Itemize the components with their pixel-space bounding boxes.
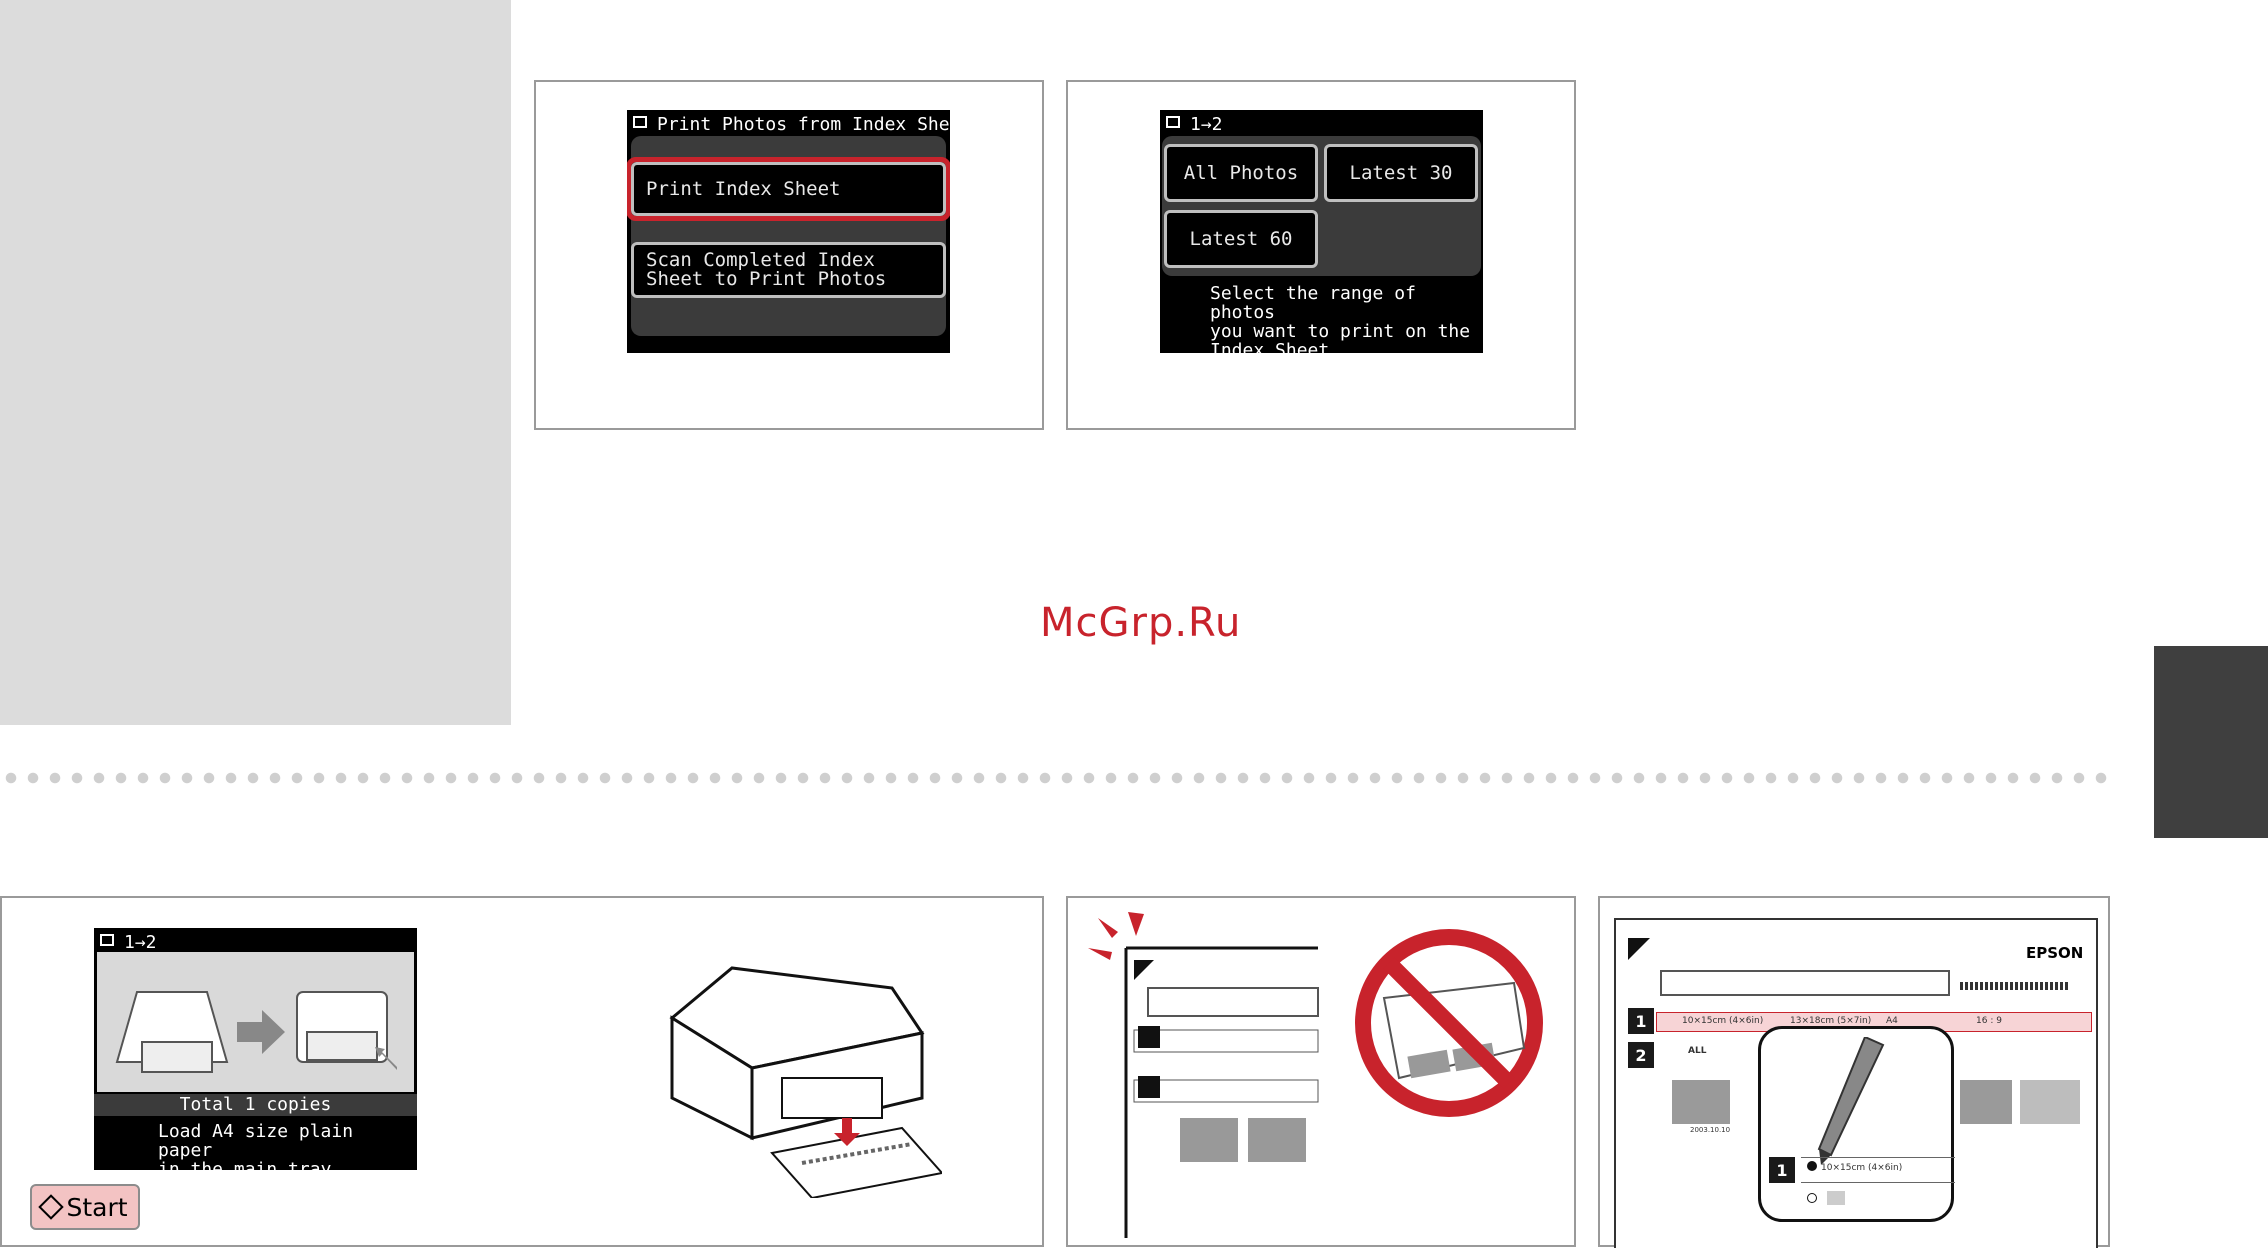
no-folding-icon <box>1355 929 1543 1117</box>
lcd-index-menu: Print Photos from Index Sheet Print Inde… <box>627 110 950 353</box>
chapter-tab <box>2154 646 2268 838</box>
zoom-row-1-number: 1 <box>1769 1157 1795 1183</box>
empty-mark <box>1807 1193 1817 1203</box>
lcd-load-paper: 1→2 Total 1 copies Load A4 size plain pa… <box>94 928 417 1170</box>
row-1-number: 1 <box>1628 1008 1654 1034</box>
panel-load-paper: 1→2 Total 1 copies Load A4 size plain pa… <box>0 896 1044 1247</box>
gray-sidebar <box>0 0 511 725</box>
watermark: McGrp.Ru <box>1040 600 1242 646</box>
panel-index-menu: Print Photos from Index Sheet Print Inde… <box>534 80 1044 430</box>
panel-index-sheet-mark: EPSON 1 10×15cm (4×6in) 13×18cm (5×7in) … <box>1598 896 2110 1248</box>
size-13x18: 13×18cm (5×7in) <box>1790 1016 1872 1026</box>
start-icon <box>38 1194 65 1220</box>
zoom-size-10x15: 10×15cm (4×6in) <box>1821 1163 1903 1173</box>
start-label: Start <box>66 1192 128 1222</box>
latest-30-button[interactable]: Latest 30 <box>1324 144 1478 202</box>
index-sheet-icon <box>100 934 114 946</box>
printer-illustration <box>642 958 944 1200</box>
photo-option-icon <box>1827 1191 1845 1205</box>
index-sheet-icon <box>633 116 647 128</box>
lcd-title: Print Photos from Index Sheet <box>657 114 950 135</box>
total-copies: Total 1 copies <box>94 1094 417 1116</box>
panel-sheet-alignment <box>1066 896 1576 1247</box>
zoom-callout: 1 10×15cm (4×6in) <box>1758 1026 1955 1222</box>
row-2-number: 2 <box>1628 1042 1654 1068</box>
photo-thumb <box>1960 1080 2012 1124</box>
panel-range-select: 1→2 All Photos Latest 30 Latest 60 Selec… <box>1066 80 1576 430</box>
selection-highlight <box>627 157 950 221</box>
dotted-divider <box>0 772 2110 784</box>
photo-date: 2003.10.10 <box>1690 1126 1731 1134</box>
aspect-ratio: 16 : 9 <box>1976 1016 2002 1026</box>
paper-loading-illustration <box>97 952 414 1092</box>
size-a4: A4 <box>1886 1016 1898 1026</box>
lcd-range-select: 1→2 All Photos Latest 30 Latest 60 Selec… <box>1160 110 1483 353</box>
instruction-message: Select the range of photos you want to p… <box>1210 283 1471 353</box>
print-index-sheet-button[interactable]: Print Index Sheet <box>631 162 946 216</box>
photo-thumb <box>2020 1080 2080 1124</box>
size-10x15: 10×15cm (4×6in) <box>1682 1016 1764 1026</box>
scan-completed-index-button[interactable]: Scan Completed Index Sheet to Print Phot… <box>631 242 946 298</box>
start-button[interactable]: Start <box>30 1184 140 1230</box>
photo-thumb <box>1672 1080 1730 1124</box>
all-photos-label: ALL <box>1688 1046 1707 1056</box>
lcd-step-title: 1→2 <box>1190 114 1223 135</box>
all-photos-button[interactable]: All Photos <box>1164 144 1318 202</box>
filled-mark <box>1807 1161 1817 1171</box>
sheet-corner-illustration <box>1088 912 1319 1238</box>
index-sheet-icon <box>1166 116 1180 128</box>
corner-mark-icon <box>1628 938 1650 960</box>
pen-icon <box>1817 1037 1885 1165</box>
brand-logo: EPSON <box>2026 944 2084 962</box>
latest-60-button[interactable]: Latest 60 <box>1164 210 1318 268</box>
load-paper-message: Load A4 size plain paper in the main tra… <box>158 1121 354 1170</box>
lcd-step-title: 1→2 <box>124 932 157 953</box>
